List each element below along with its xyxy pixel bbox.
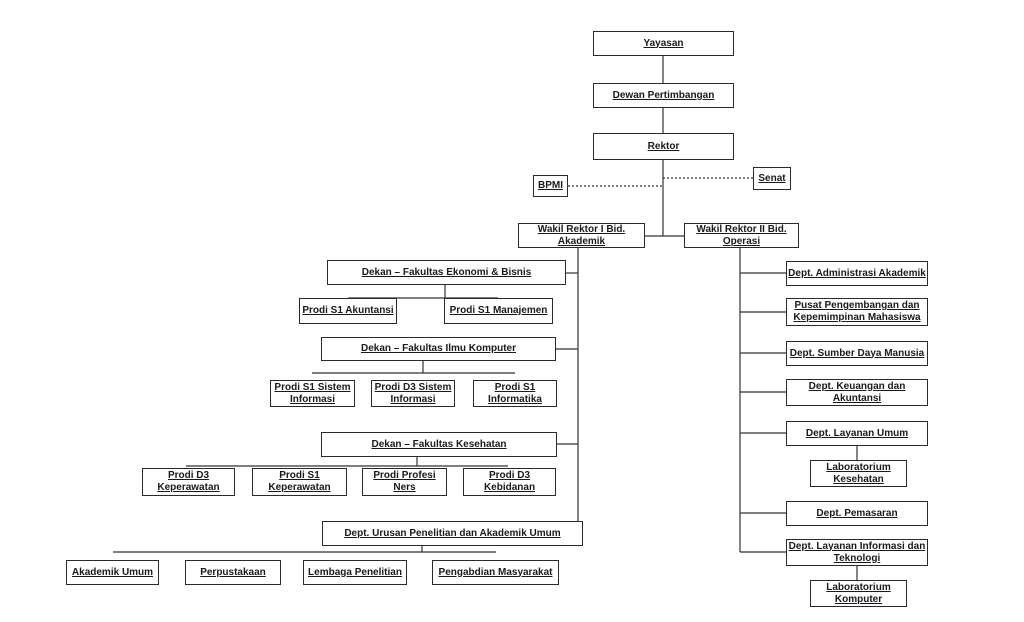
pengabdian-masyarakat-box: Pengabdian Masyarakat [432, 560, 559, 585]
rektor-box: Rektor [593, 133, 734, 160]
lab-kesehatan-label: Laboratorium Kesehatan [826, 461, 891, 485]
wakil-rektor-2-box: Wakil Rektor II Bid. Operasi [684, 223, 799, 248]
prodi-d3-keperawatan-label: Prodi D3 Keperawatan [157, 470, 220, 493]
dekan-feb-label: Dekan – Fakultas Ekonomi & Bisnis [361, 266, 532, 278]
akademik-umum-label: Akademik Umum [71, 566, 154, 578]
wakil-rektor-1-label: Wakil Rektor I Bid. Akademik [537, 223, 626, 247]
dept-layanan-umum-label: Dept. Layanan Umum [805, 427, 909, 439]
prodi-d3si-box: Prodi D3 Sistem Informasi [371, 380, 455, 407]
dekan-feb-box: Dekan – Fakultas Ekonomi & Bisnis [327, 260, 566, 285]
perpustakaan-label: Perpustakaan [200, 566, 266, 578]
dept-layanan-umum-box: Dept. Layanan Umum [786, 421, 928, 446]
prodi-manajemen-box: Prodi S1 Manajemen [444, 298, 553, 324]
rektor-label: Rektor [647, 140, 680, 152]
prodi-d3si-label: Prodi D3 Sistem Informasi [374, 381, 452, 405]
pusat-pengembangan-label: Pusat Pengembangan dan Kepemimpinan Maha… [793, 300, 921, 323]
dept-keuangan-box: Dept. Keuangan dan Akuntansi [786, 379, 928, 406]
prodi-si-box: Prodi S1 Sistem Informasi [270, 380, 355, 407]
dept-sdm-label: Dept. Sumber Daya Manusia [789, 347, 925, 359]
dept-layanan-informasi-teknologi-box: Dept. Layanan Informasi dan Teknologi [786, 539, 928, 566]
lab-kesehatan-box: Laboratorium Kesehatan [810, 460, 907, 487]
dept-sdm-box: Dept. Sumber Daya Manusia [786, 341, 928, 366]
prodi-si-label: Prodi S1 Sistem Informasi [274, 381, 351, 405]
prodi-informatika-box: Prodi S1 Informatika [473, 380, 557, 407]
lembaga-penelitian-box: Lembaga Penelitian [303, 560, 407, 585]
bpmi-label: BPMI [538, 180, 563, 191]
dewan-pertimbangan-label: Dewan Pertimbangan [612, 89, 715, 101]
prodi-kebidanan-label: Prodi D3 Kebidanan [483, 470, 536, 493]
prodi-ners-label: Prodi Profesi Ners [373, 470, 436, 493]
bpmi-box: BPMI [533, 175, 568, 197]
dept-layanan-informasi-teknologi-label: Dept. Layanan Informasi dan Teknologi [788, 540, 926, 564]
dept-urusan-penelitian-label: Dept. Urusan Penelitian dan Akademik Umu… [344, 527, 561, 539]
lab-komputer-box: Laboratorium Komputer [810, 580, 907, 607]
lab-komputer-label: Laboratorium Komputer [826, 581, 891, 605]
prodi-kebidanan-box: Prodi D3 Kebidanan [463, 468, 556, 496]
prodi-manajemen-label: Prodi S1 Manajemen [449, 305, 548, 316]
yayasan-label: Yayasan [643, 37, 684, 49]
akademik-umum-box: Akademik Umum [66, 560, 159, 585]
dept-pemasaran-label: Dept. Pemasaran [816, 507, 898, 519]
prodi-akuntansi-box: Prodi S1 Akuntansi [299, 298, 397, 324]
prodi-ners-box: Prodi Profesi Ners [362, 468, 447, 496]
senat-label: Senat [758, 172, 786, 184]
dewan-pertimbangan-box: Dewan Pertimbangan [593, 83, 734, 108]
dept-administrasi-akademik-label: Dept. Administrasi Akademik [788, 267, 926, 279]
prodi-s1-keperawatan-box: Prodi S1 Keperawatan [252, 468, 347, 496]
dekan-fik-label: Dekan – Fakultas Ilmu Komputer [360, 343, 517, 354]
perpustakaan-box: Perpustakaan [185, 560, 281, 585]
dekan-fkes-box: Dekan – Fakultas Kesehatan [321, 432, 557, 457]
lembaga-penelitian-label: Lembaga Penelitian [308, 566, 402, 578]
yayasan-box: Yayasan [593, 31, 734, 56]
wakil-rektor-2-label: Wakil Rektor II Bid. Operasi [696, 223, 787, 247]
prodi-informatika-label: Prodi S1 Informatika [488, 381, 542, 405]
prodi-akuntansi-label: Prodi S1 Akuntansi [302, 305, 394, 316]
wakil-rektor-1-box: Wakil Rektor I Bid. Akademik [518, 223, 645, 248]
prodi-s1-keperawatan-label: Prodi S1 Keperawatan [268, 470, 331, 493]
dept-pemasaran-box: Dept. Pemasaran [786, 501, 928, 526]
dept-administrasi-akademik-box: Dept. Administrasi Akademik [786, 261, 928, 286]
pengabdian-masyarakat-label: Pengabdian Masyarakat [438, 566, 553, 578]
dekan-fik-box: Dekan – Fakultas Ilmu Komputer [321, 337, 556, 361]
pusat-pengembangan-box: Pusat Pengembangan dan Kepemimpinan Maha… [786, 298, 928, 326]
dekan-fkes-label: Dekan – Fakultas Kesehatan [371, 438, 507, 450]
dept-keuangan-label: Dept. Keuangan dan Akuntansi [808, 380, 906, 404]
prodi-d3-keperawatan-box: Prodi D3 Keperawatan [142, 468, 235, 496]
dept-urusan-penelitian-box: Dept. Urusan Penelitian dan Akademik Umu… [322, 521, 583, 546]
senat-box: Senat [753, 167, 791, 190]
